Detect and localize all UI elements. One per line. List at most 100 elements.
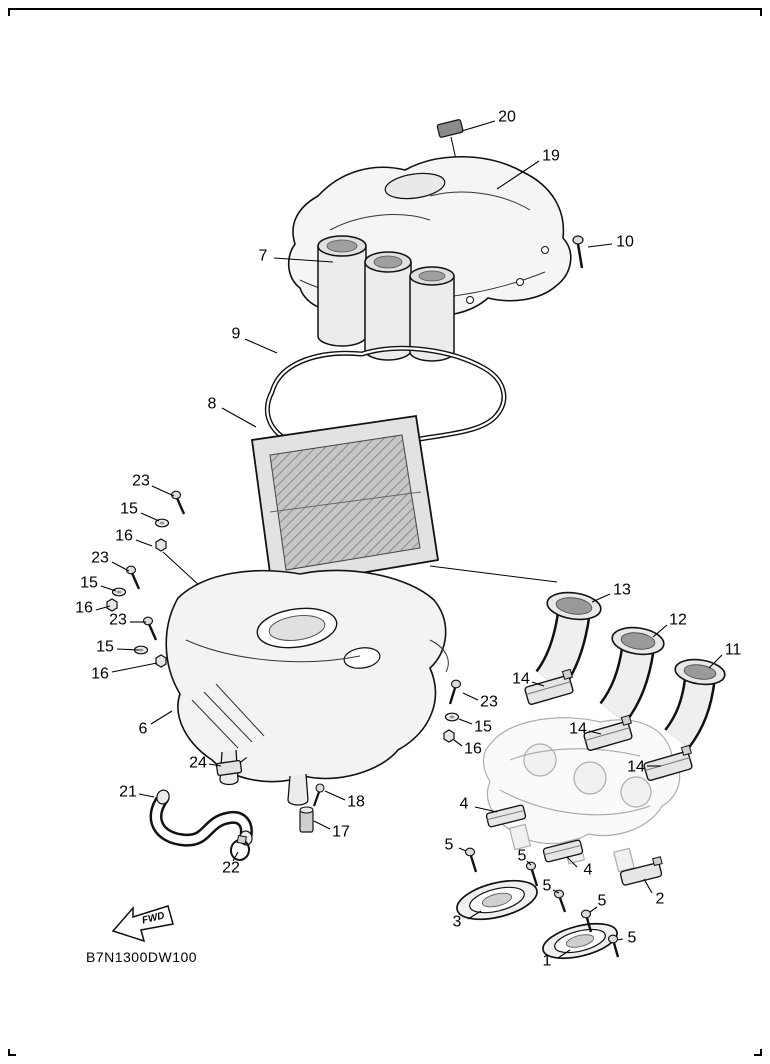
callout-label-5-38[interactable]: 5 — [628, 930, 637, 947]
callout-label-16-11[interactable]: 16 — [75, 600, 93, 617]
page-border — [8, 8, 762, 1056]
callout-label-21-17[interactable]: 21 — [119, 784, 137, 801]
callout-label-2-34[interactable]: 2 — [656, 891, 665, 908]
callout-label-15-28[interactable]: 15 — [474, 719, 492, 736]
callout-leader-13 — [116, 648, 140, 651]
leader-lines-layer — [95, 120, 723, 959]
callout-label-12-22[interactable]: 12 — [669, 612, 687, 629]
callout-label-4-33[interactable]: 4 — [584, 862, 593, 879]
callout-label-16-29[interactable]: 16 — [464, 741, 482, 758]
hardware-stack-b — [106, 565, 141, 612]
callout-label-9-4[interactable]: 9 — [232, 326, 241, 343]
callout-leader-31 — [458, 847, 467, 852]
callout-leader-1 — [496, 160, 540, 190]
callout-leader-35 — [467, 910, 482, 920]
callout-label-5-31[interactable]: 5 — [445, 837, 454, 854]
callout-label-7-3[interactable]: 7 — [259, 248, 268, 265]
callout-label-24-16[interactable]: 24 — [189, 755, 207, 772]
intake-joint-11 — [664, 658, 726, 749]
callout-leader-14 — [111, 662, 158, 673]
collar-part-17 — [299, 806, 314, 833]
callout-leader-7 — [140, 512, 160, 522]
intake-funnel-1 — [542, 922, 618, 960]
callout-label-23-12[interactable]: 23 — [109, 612, 127, 629]
callout-label-16-14[interactable]: 16 — [91, 666, 109, 683]
callout-label-10-2[interactable]: 10 — [616, 234, 634, 251]
callout-label-23-6[interactable]: 23 — [132, 473, 150, 490]
callout-leader-4 — [244, 338, 278, 354]
callout-leader-33 — [566, 856, 578, 868]
callout-label-4-30[interactable]: 4 — [460, 796, 469, 813]
callout-label-14-24[interactable]: 14 — [512, 671, 530, 688]
fwd-arrow: FWD — [111, 905, 174, 943]
funnel-clamp-4a — [485, 804, 527, 828]
callout-leader-37 — [589, 906, 598, 913]
callout-label-1-39[interactable]: 1 — [543, 953, 552, 970]
callout-leader-6 — [151, 485, 175, 497]
callout-leader-3 — [273, 257, 334, 263]
callout-label-6-15[interactable]: 6 — [139, 721, 148, 738]
callout-leader-16 — [208, 763, 222, 767]
fwd-label: FWD — [141, 910, 166, 926]
callout-label-22-18[interactable]: 22 — [222, 860, 240, 877]
callout-leader-32 — [526, 860, 532, 866]
callout-leader-21 — [591, 593, 611, 603]
hose-clamp-22 — [229, 834, 251, 861]
callout-label-17-20[interactable]: 17 — [332, 824, 350, 841]
bolt-part-18 — [312, 783, 325, 807]
callout-label-23-27[interactable]: 23 — [480, 694, 498, 711]
callout-label-15-13[interactable]: 15 — [96, 639, 114, 656]
callout-label-16-8[interactable]: 16 — [115, 528, 133, 545]
callout-label-8-5[interactable]: 8 — [208, 396, 217, 413]
callout-label-5-36[interactable]: 5 — [543, 878, 552, 895]
joint-clamp-14c — [643, 744, 693, 781]
screw-part-10 — [572, 235, 584, 269]
callout-leader-17 — [138, 793, 155, 798]
callout-label-19-1[interactable]: 19 — [542, 148, 560, 165]
callout-leader-27 — [462, 692, 479, 701]
callout-label-14-26[interactable]: 14 — [627, 759, 645, 776]
callout-label-5-32[interactable]: 5 — [518, 848, 527, 865]
callout-leader-15 — [150, 710, 173, 725]
air-filter-element — [250, 414, 440, 590]
air-cleaner-case-lower — [165, 569, 449, 806]
callout-label-3-35[interactable]: 3 — [453, 914, 462, 931]
callout-leader-38 — [616, 938, 624, 941]
callout-label-5-37[interactable]: 5 — [598, 893, 607, 910]
callout-leader-10 — [100, 585, 117, 592]
callout-leader-9 — [111, 561, 130, 572]
callout-leader-29 — [453, 739, 463, 747]
callout-label-18-19[interactable]: 18 — [347, 794, 365, 811]
hardware-stack-c — [133, 616, 167, 668]
callout-leader-22 — [652, 624, 668, 638]
cap-duct-3 — [409, 266, 455, 362]
callout-leader-11 — [95, 605, 111, 611]
joint-clamp-14b — [583, 714, 633, 751]
intake-funnel-3 — [456, 879, 538, 921]
callout-leader-39 — [557, 949, 571, 959]
callout-leader-24 — [531, 681, 545, 687]
hose-clamp-2 — [619, 856, 663, 886]
hardware-stack-a — [154, 490, 186, 552]
callout-label-15-7[interactable]: 15 — [120, 501, 138, 518]
funnel-screws-5 — [464, 847, 620, 958]
callout-label-14-25[interactable]: 14 — [569, 721, 587, 738]
callout-leader-5 — [221, 407, 257, 428]
callout-leader-23 — [708, 654, 723, 669]
cap-duct-1 — [317, 235, 367, 347]
diagram-code: B7N1300DW100 — [86, 949, 197, 965]
callout-leader-36 — [552, 889, 560, 894]
spout-clamp-24 — [215, 756, 248, 777]
callout-label-13-21[interactable]: 13 — [613, 582, 631, 599]
callout-label-20-0[interactable]: 20 — [498, 109, 516, 126]
callout-leader-2 — [587, 243, 613, 248]
intake-joint-13 — [535, 591, 602, 692]
callout-label-15-10[interactable]: 15 — [80, 575, 98, 592]
callout-label-23-9[interactable]: 23 — [91, 550, 109, 567]
funnel-clamp-4b — [542, 839, 584, 863]
intake-joint-12 — [599, 626, 665, 724]
callout-label-11-23[interactable]: 11 — [725, 642, 742, 659]
breather-hose-21 — [149, 789, 253, 847]
hardware-stack-d — [443, 679, 462, 743]
